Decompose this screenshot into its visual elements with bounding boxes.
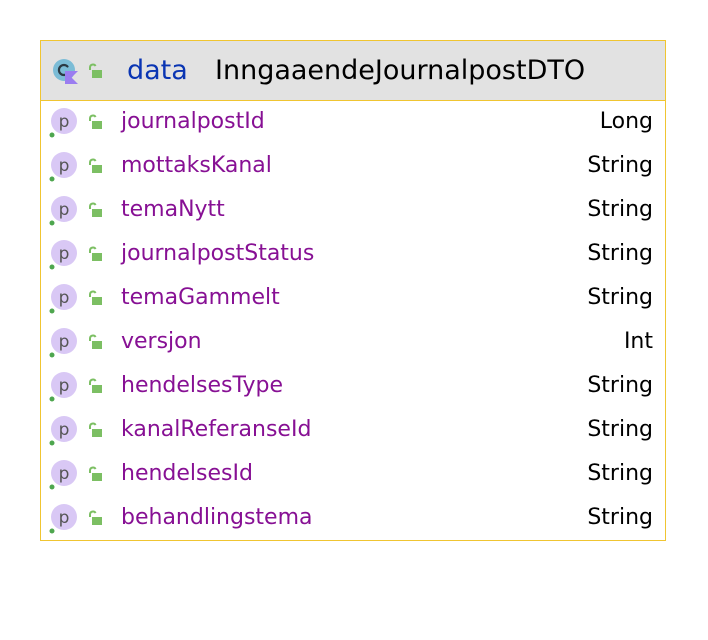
public-lock-icon bbox=[89, 422, 102, 437]
property-icon: p bbox=[49, 372, 77, 402]
property-icon: p bbox=[49, 196, 77, 226]
field-name: versjon bbox=[121, 329, 202, 354]
field-row[interactable]: p hendelsesType String bbox=[41, 364, 665, 408]
public-lock-icon bbox=[89, 510, 102, 525]
public-lock-icon bbox=[89, 158, 102, 173]
public-lock-icon bbox=[89, 466, 102, 481]
field-name: kanalReferanseId bbox=[121, 417, 312, 442]
field-name: hendelsesType bbox=[121, 373, 284, 398]
class-keyword: data bbox=[127, 55, 188, 86]
public-lock-icon bbox=[89, 378, 102, 393]
svg-text:p: p bbox=[59, 200, 70, 220]
svg-text:p: p bbox=[59, 112, 70, 132]
svg-text:p: p bbox=[59, 508, 70, 528]
field-row[interactable]: p temaNytt String bbox=[41, 188, 665, 232]
field-type: String bbox=[587, 197, 653, 222]
field-row[interactable]: p kanalReferanseId String bbox=[41, 408, 665, 452]
field-name: journalpostId bbox=[121, 109, 265, 134]
field-row[interactable]: p journalpostId Long bbox=[41, 100, 665, 144]
svg-text:p: p bbox=[59, 376, 70, 396]
field-type: String bbox=[587, 461, 653, 486]
field-name: behandlingstema bbox=[121, 505, 313, 530]
class-name: InngaaendeJournalpostDTO bbox=[215, 55, 586, 86]
field-row[interactable]: p versjon Int bbox=[41, 320, 665, 364]
public-lock-icon bbox=[89, 334, 102, 349]
svg-text:p: p bbox=[59, 464, 70, 484]
field-row[interactable]: p journalpostStatus String bbox=[41, 232, 665, 276]
field-row[interactable]: p behandlingstema String bbox=[41, 496, 665, 540]
property-icon: p bbox=[49, 284, 77, 314]
field-type: String bbox=[587, 285, 653, 310]
field-name: hendelsesId bbox=[121, 461, 253, 486]
public-lock-icon bbox=[89, 114, 102, 129]
property-icon: p bbox=[49, 108, 77, 138]
svg-text:p: p bbox=[59, 420, 70, 440]
svg-text:p: p bbox=[59, 244, 70, 264]
field-type: Int bbox=[623, 329, 653, 354]
field-row[interactable]: p temaGammelt String bbox=[41, 276, 665, 320]
class-header[interactable]: data InngaaendeJournalpostDTO bbox=[41, 41, 665, 101]
field-type: Long bbox=[599, 109, 653, 134]
field-row[interactable]: p mottaksKanal String bbox=[41, 144, 665, 188]
field-type: String bbox=[587, 241, 653, 266]
class-node[interactable]: data InngaaendeJournalpostDTO p journalpo… bbox=[40, 40, 666, 541]
field-name: temaGammelt bbox=[121, 285, 280, 310]
property-icon: p bbox=[49, 504, 77, 534]
public-lock-icon bbox=[89, 290, 102, 305]
property-icon: p bbox=[49, 240, 77, 270]
property-icon: p bbox=[49, 152, 77, 182]
field-name: mottaksKanal bbox=[121, 153, 272, 178]
property-icon: p bbox=[49, 460, 77, 490]
field-type: String bbox=[587, 417, 653, 442]
field-name: temaNytt bbox=[121, 197, 225, 222]
public-lock-icon bbox=[89, 63, 102, 78]
svg-text:p: p bbox=[59, 156, 70, 176]
property-icon: p bbox=[49, 328, 77, 358]
public-lock-icon bbox=[89, 202, 102, 217]
svg-text:p: p bbox=[59, 332, 70, 352]
field-name: journalpostStatus bbox=[121, 241, 315, 266]
public-lock-icon bbox=[89, 246, 102, 261]
kotlin-class-icon bbox=[53, 59, 78, 84]
field-type: String bbox=[587, 153, 653, 178]
field-type: String bbox=[587, 505, 653, 530]
field-type: String bbox=[587, 373, 653, 398]
field-row[interactable]: p hendelsesId String bbox=[41, 452, 665, 496]
property-icon: p bbox=[49, 416, 77, 446]
svg-text:p: p bbox=[59, 288, 70, 308]
